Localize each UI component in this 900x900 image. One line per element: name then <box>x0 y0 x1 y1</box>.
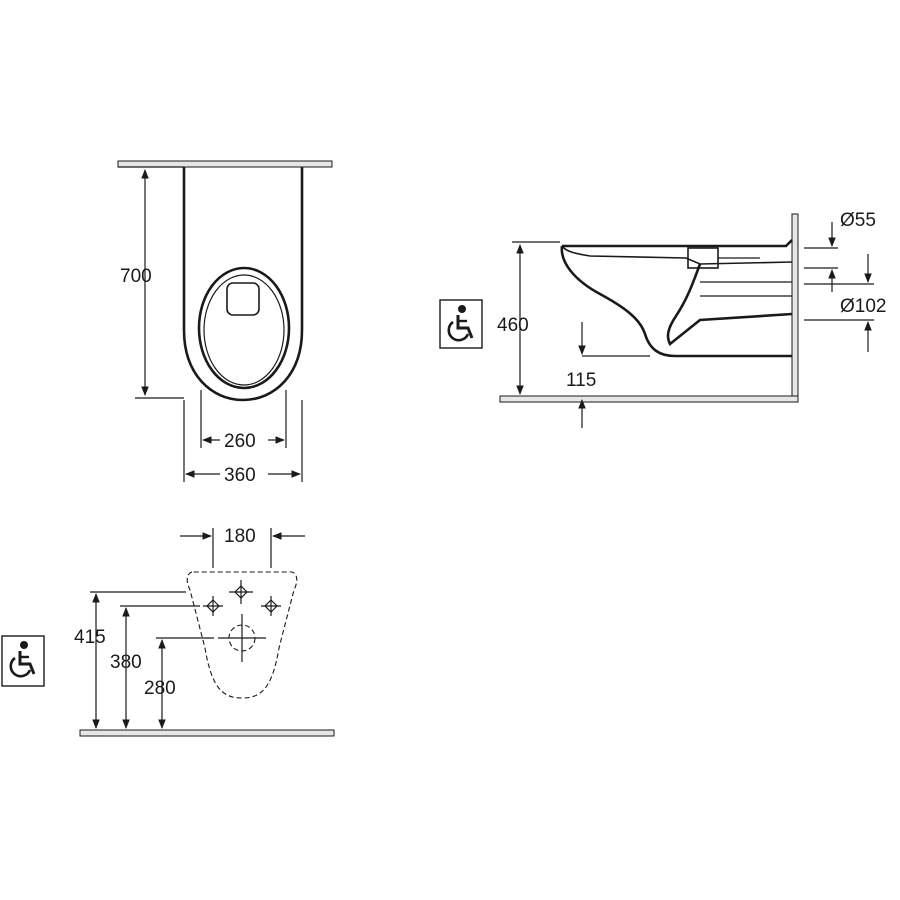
side-floor <box>499 395 799 403</box>
top-bowl-outline <box>182 167 304 402</box>
wheelchair-icon <box>1 635 45 687</box>
rear-fixing-holes <box>203 580 281 662</box>
dim-280-label: 280 <box>144 678 176 699</box>
side-flush-inlet <box>687 247 719 269</box>
rear-floor <box>79 729 335 737</box>
dim-415-label: 415 <box>74 627 106 648</box>
dim-360-label: 360 <box>224 465 256 486</box>
dim-360-mask <box>220 462 268 484</box>
side-wall <box>791 213 799 399</box>
side-view: 460 115 Ø55 Ø102 <box>497 210 886 428</box>
dim-102-label: Ø102 <box>840 296 886 317</box>
rear-view: 180 415 380 280 <box>74 526 335 737</box>
dim-380-label: 380 <box>110 652 142 673</box>
top-seat-inner <box>203 274 285 386</box>
top-seat-ring <box>197 266 291 390</box>
dim-115-label: 115 <box>566 370 596 391</box>
dim-700-label: 700 <box>120 266 152 287</box>
side-rim <box>562 239 793 248</box>
top-flush-opening <box>226 282 260 316</box>
top-wall <box>117 160 333 168</box>
dim-460-label: 460 <box>497 315 529 336</box>
dim-260-label: 260 <box>224 431 256 452</box>
dim-260-mask <box>220 428 268 450</box>
top-view: 700 260 360 <box>117 160 333 486</box>
side-bowl-inner <box>666 263 793 347</box>
dim-55-label: Ø55 <box>840 210 876 231</box>
side-rim-lower <box>561 245 793 265</box>
side-bowl-outer <box>560 245 792 358</box>
dim-180-label: 180 <box>224 526 256 547</box>
wheelchair-icon <box>439 299 483 349</box>
